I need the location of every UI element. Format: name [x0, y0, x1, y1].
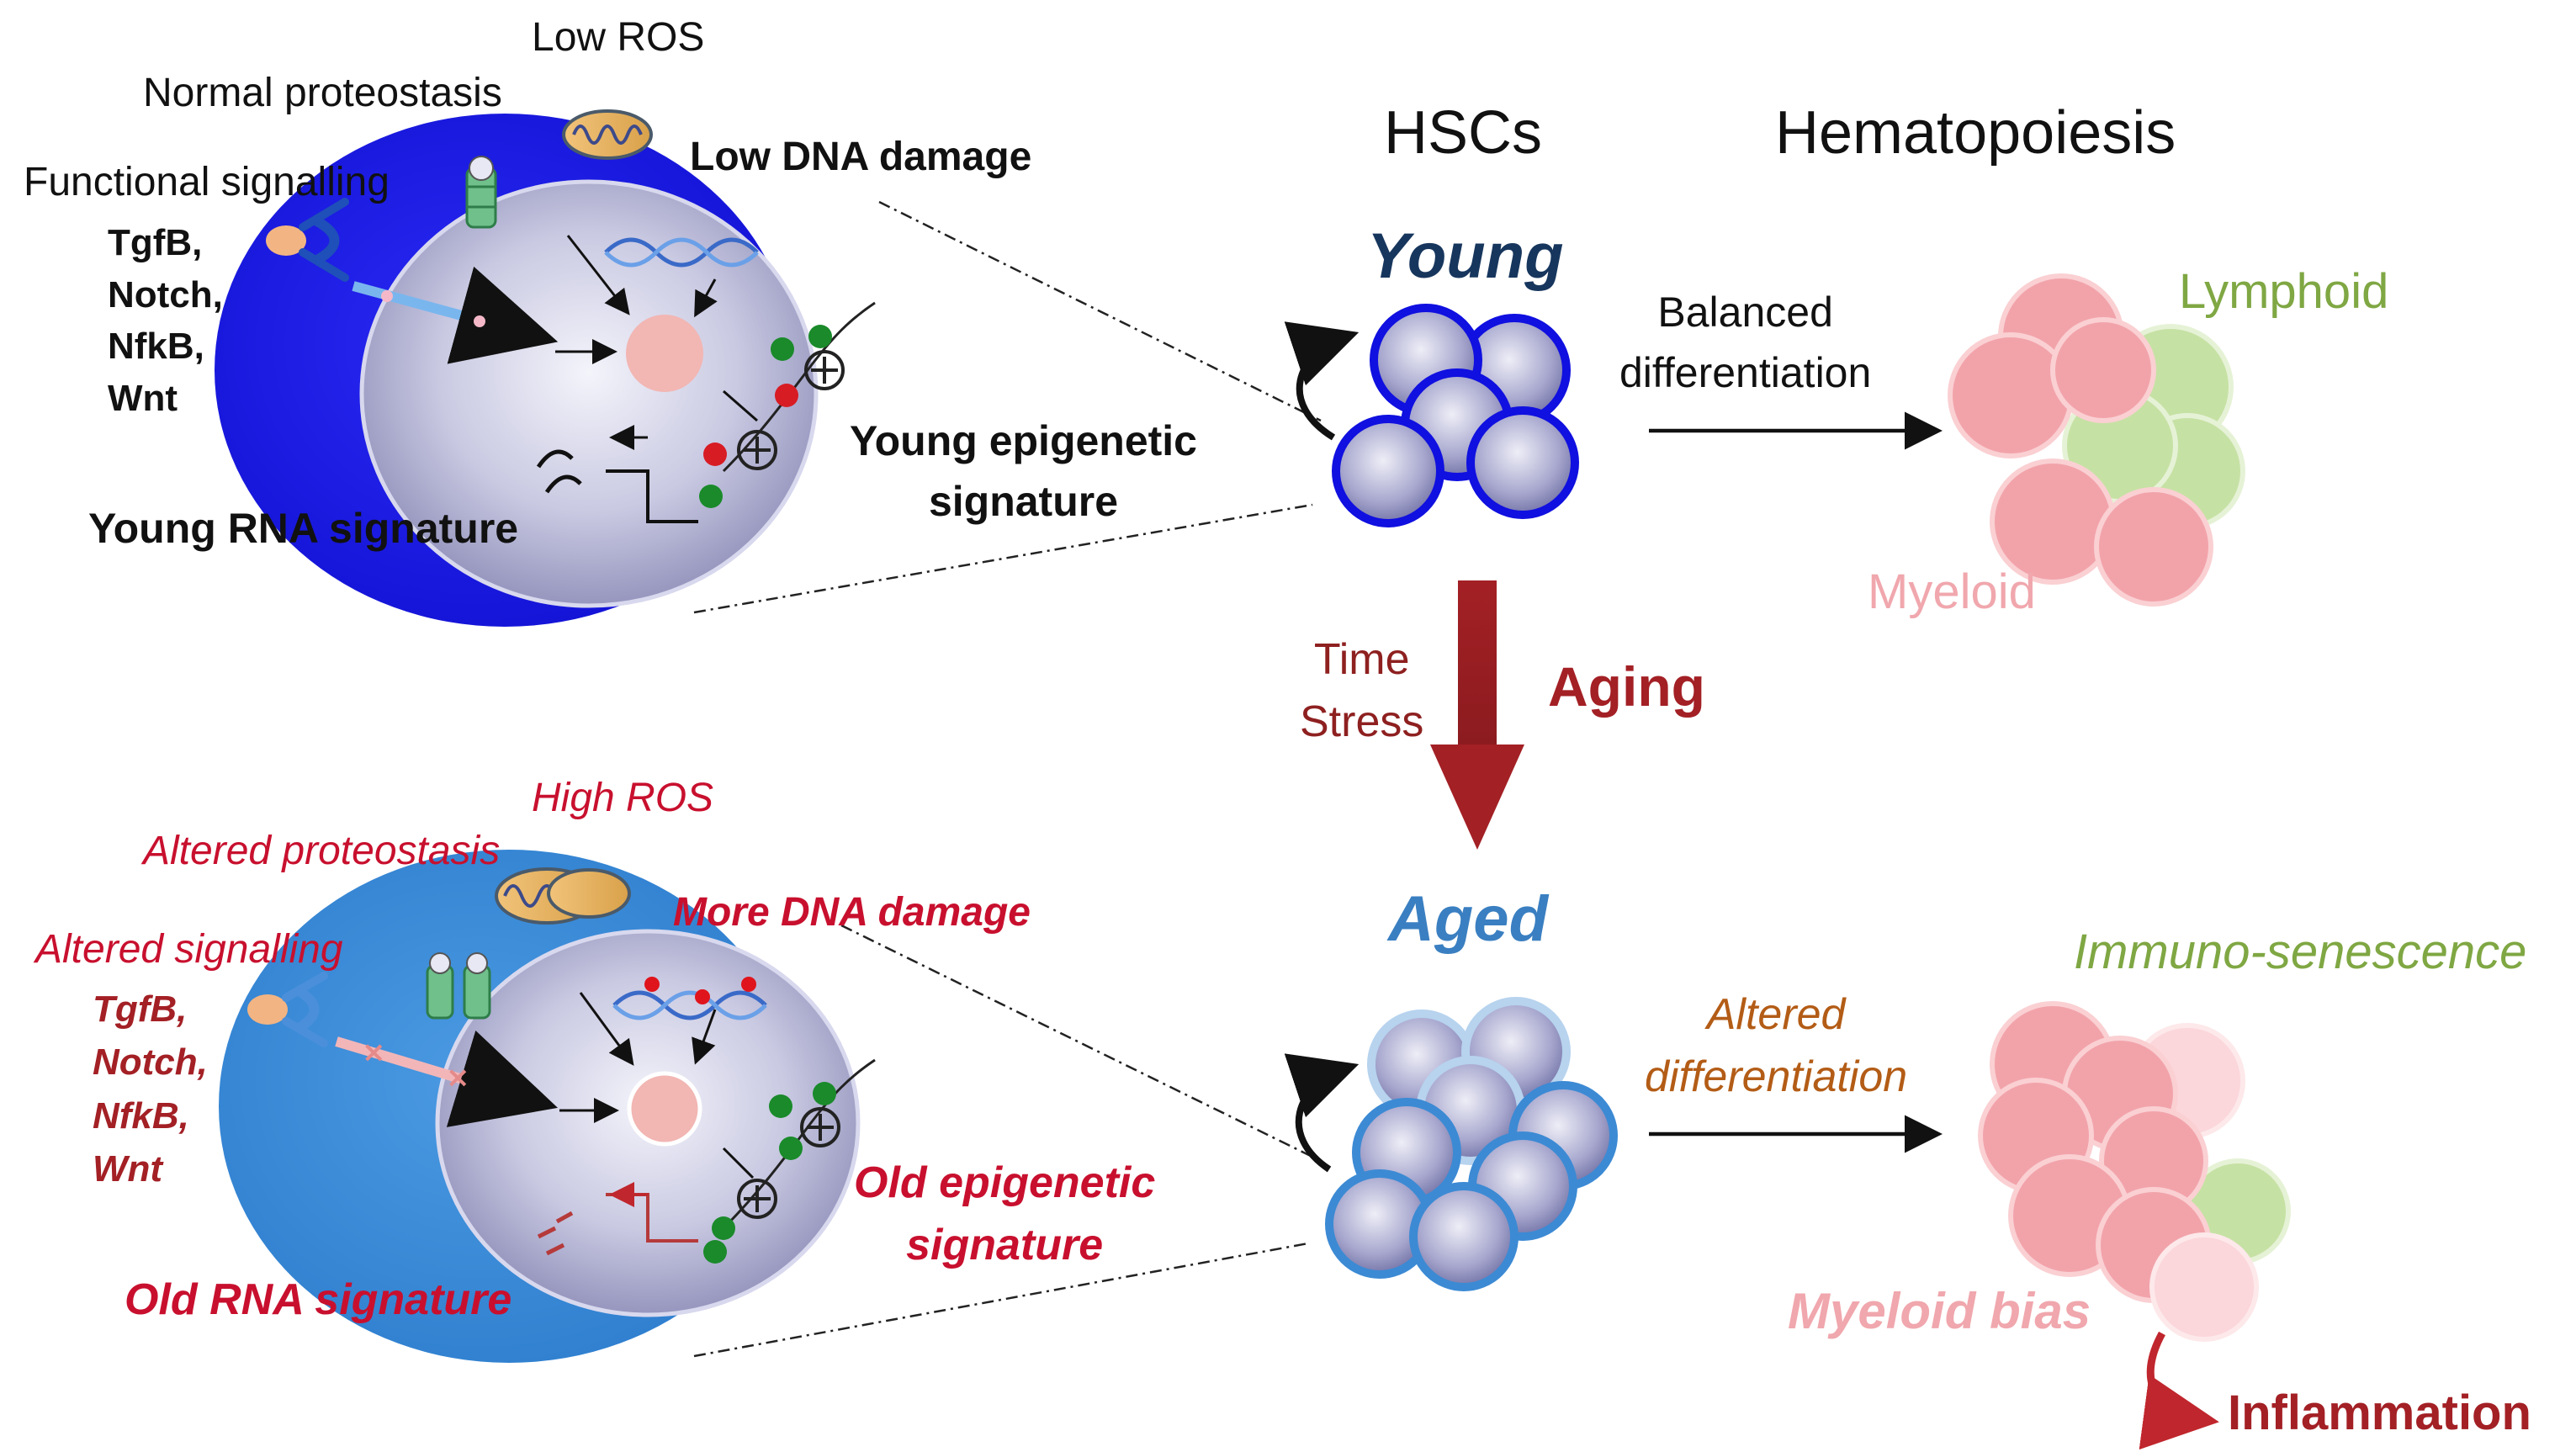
young-epigenetic-label: Young epigenetic signature [850, 417, 1197, 525]
hscs-header: HSCs [1384, 99, 1543, 167]
young-cell [215, 109, 876, 627]
svg-text:×: × [446, 1061, 470, 1094]
aged-high-ros-label: High ROS [532, 776, 714, 820]
aged-receptor-icon [247, 972, 328, 1047]
lymphoid-label: Lymphoid [2179, 264, 2389, 319]
hematopoiesis-header: Hematopoiesis [1775, 99, 2176, 167]
young-signalling-label: Functional signalling [24, 160, 390, 204]
aged-proteasome-icon [426, 952, 491, 1020]
aged-signalling-label: Altered signalling [35, 927, 343, 972]
young-mitochondrion-icon [562, 109, 653, 160]
aged-proteostasis-label: Altered proteostasis [143, 829, 501, 873]
aged-mitochondria-icon [495, 867, 631, 925]
aging-label: Aging [1548, 655, 1705, 718]
inflammation-label: Inflammation [2228, 1386, 2531, 1440]
aged-epigenetic-label: Old epigenetic signature [854, 1158, 1156, 1269]
altered-differentiation-label: Altered differentiation [1645, 990, 1908, 1101]
aged-hsc-label: Aged [1388, 883, 1548, 955]
aged-cell: × × [219, 850, 876, 1363]
aged-chromatin-icon [703, 1058, 876, 1264]
aged-rna-label: Old RNA signature [125, 1275, 512, 1324]
young-low-ros-label: Low ROS [532, 15, 705, 60]
immunosenescence-label: Immuno-senescence [2074, 925, 2527, 979]
young-proteasome-icon [465, 156, 497, 229]
aged-blood-cells [1978, 1001, 2291, 1342]
aging-arrow [1430, 580, 1524, 850]
svg-text:×: × [362, 1036, 386, 1069]
time-stress-label: Time Stress [1300, 635, 1424, 746]
young-chromatin-icon [699, 301, 876, 508]
young-pathways-label: TgfB, Notch, NfkB, Wnt [108, 222, 223, 419]
aged-nucleolus [627, 1071, 702, 1147]
aged-self-renewal-arrow [1284, 1053, 1360, 1173]
young-dna-icon [604, 237, 759, 268]
young-receptor-icon [266, 198, 349, 282]
young-rna-label: Young RNA signature [88, 505, 519, 552]
myeloid-bias-label: Myeloid bias [1788, 1283, 2091, 1339]
aged-hsc-cluster [1284, 997, 1618, 1291]
aged-dna-damage-label: More DNA damage [673, 890, 1031, 935]
balanced-differentiation-label: Balanced differentiation [1619, 289, 1872, 396]
young-blood-cells [1948, 273, 2245, 607]
aged-dna-icon [612, 977, 767, 1020]
young-dna-damage-label: Low DNA damage [690, 135, 1032, 179]
myeloid-label: Myeloid [1868, 564, 2036, 619]
young-hsc-label: Young [1367, 220, 1564, 292]
young-hsc-cluster [1284, 304, 1579, 527]
young-nucleolus [626, 315, 703, 392]
young-proteostasis-label: Normal proteostasis [143, 71, 502, 115]
aged-pathways-label: TgfB, Notch, NfkB, Wnt [93, 988, 208, 1190]
young-self-renewal-arrow [1284, 321, 1360, 441]
inflammation-arrow [2139, 1331, 2219, 1450]
